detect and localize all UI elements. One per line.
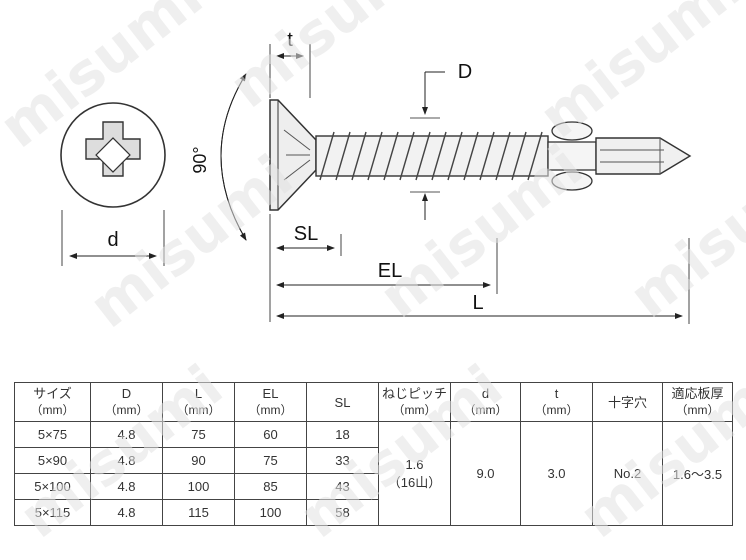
header-cross-recess: 十字穴 — [592, 382, 663, 422]
head-end-view — [60, 102, 166, 208]
cell-EL: 75 — [234, 447, 307, 474]
header-plate-thickness: 適応板厚（mm） — [662, 382, 733, 422]
table-header-row: サイズ（mm） D（mm） L（mm） EL（mm） SL ねじピッチ（mm） … — [14, 382, 733, 422]
header-pitch: ねじピッチ（mm） — [378, 382, 451, 422]
label-L: L — [472, 292, 483, 314]
cell-EL: 85 — [234, 473, 307, 500]
cell-size: 5×90 — [14, 447, 91, 474]
label-angle: 90° — [190, 146, 210, 173]
cell-SL: 33 — [306, 447, 379, 474]
cell-d: 9.0 — [450, 421, 521, 526]
cell-SL: 18 — [306, 421, 379, 448]
dimension-SL: SL — [269, 214, 342, 322]
cell-t: 3.0 — [520, 421, 593, 526]
table-row: 5×115 4.8 115 100 58 — [14, 499, 733, 526]
screw-drawing: d t — [60, 29, 692, 324]
dimension-t: t — [269, 29, 311, 98]
dimension-D: D — [410, 61, 472, 220]
cell-L: 100 — [162, 473, 235, 500]
label-SL: SL — [294, 223, 318, 245]
cell-SL: 43 — [306, 473, 379, 500]
dimension-angle: 90° — [190, 73, 247, 241]
spec-table: サイズ（mm） D（mm） L（mm） EL（mm） SL ねじピッチ（mm） … — [14, 382, 733, 526]
cell-D: 4.8 — [90, 447, 163, 474]
cell-size: 5×115 — [14, 499, 91, 526]
cell-SL: 58 — [306, 499, 379, 526]
table-row: 5×100 4.8 100 85 43 — [14, 473, 733, 500]
cell-size: 5×75 — [14, 421, 91, 448]
dimension-d: d — [61, 210, 165, 266]
label-d: d — [107, 229, 118, 251]
cell-EL: 60 — [234, 421, 307, 448]
cell-plate-thickness: 1.6〜3.5 — [662, 421, 733, 526]
header-SL: SL — [306, 382, 379, 422]
cell-L: 90 — [162, 447, 235, 474]
screw-side-view — [269, 99, 692, 211]
header-size: サイズ（mm） — [14, 382, 91, 422]
cell-pitch: 1.6（16山） — [378, 421, 451, 526]
cell-size: 5×100 — [14, 473, 91, 500]
cell-EL: 100 — [234, 499, 307, 526]
header-D: D（mm） — [90, 382, 163, 422]
header-EL: EL（mm） — [234, 382, 307, 422]
header-t: t（mm） — [520, 382, 593, 422]
table-row: 5×75 4.8 75 60 18 1.6（16山） 9.0 3.0 No.2 … — [14, 421, 733, 526]
cell-cross-recess: No.2 — [592, 421, 663, 526]
header-d: d（mm） — [450, 382, 521, 422]
cell-L: 75 — [162, 421, 235, 448]
label-D: D — [458, 61, 472, 83]
cell-D: 4.8 — [90, 499, 163, 526]
label-EL: EL — [378, 260, 402, 282]
cell-D: 4.8 — [90, 473, 163, 500]
header-L: L（mm） — [162, 382, 235, 422]
label-t: t — [287, 29, 293, 51]
dimension-L: L — [276, 238, 690, 324]
cell-L: 115 — [162, 499, 235, 526]
cell-D: 4.8 — [90, 421, 163, 448]
dimension-EL: EL — [276, 238, 498, 294]
